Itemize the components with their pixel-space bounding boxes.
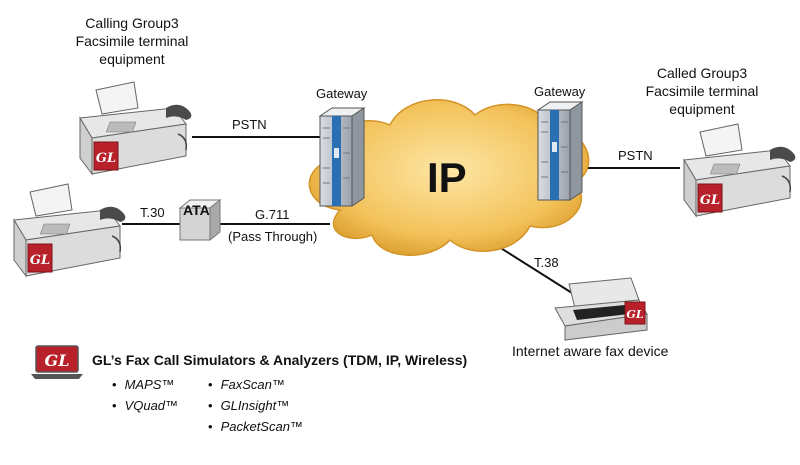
called-terminal-caption: Called Group3 Facsimile terminal equipme…	[628, 64, 776, 118]
pstn-left-label: PSTN	[232, 117, 267, 132]
called-caption-line3: equipment	[669, 101, 735, 117]
product-list-col2: FaxScan™ GLInsight™ PacketScan™	[208, 374, 303, 437]
called-caption-line2: Facsimile terminal	[645, 83, 759, 99]
calling-caption-line1: Calling Group3	[85, 15, 179, 31]
calling-caption-line2: Facsimile terminal	[75, 33, 189, 49]
product-glinsight: GLInsight™	[208, 395, 303, 416]
calling-terminal-caption: Calling Group3 Facsimile terminal equipm…	[72, 14, 192, 68]
pstn-right-label: PSTN	[618, 148, 653, 163]
calling-fax-icon	[79, 81, 193, 175]
t30-label: T.30	[140, 205, 165, 220]
gateway-left-icon	[319, 107, 365, 207]
ata-label: ATA	[183, 202, 210, 218]
calling-caption-line3: equipment	[99, 51, 165, 67]
called-caption-line1: Called Group3	[656, 65, 748, 81]
svg-text:GL: GL	[45, 351, 70, 370]
ip-cloud-label: IP	[427, 154, 467, 201]
internet-fax-caption: Internet aware fax device	[512, 343, 669, 359]
gl-laptop-logo: GL	[31, 345, 83, 379]
t38-label: T.38	[534, 255, 559, 270]
svg-text:GL: GL	[626, 308, 643, 321]
gateway-right-label: Gateway	[534, 84, 586, 99]
product-maps: MAPS™	[112, 374, 178, 395]
second-fax-icon	[13, 183, 127, 277]
g711-label: G.711	[255, 207, 290, 222]
internet-fax-icon: GL	[554, 277, 648, 341]
ata-icon	[178, 198, 222, 242]
product-packetscan: PacketScan™	[208, 416, 303, 437]
gateway-left-label: Gateway	[316, 86, 368, 101]
product-faxscan: FaxScan™	[208, 374, 303, 395]
pass-through-label: (Pass Through)	[228, 229, 318, 244]
product-vquad: VQuad™	[112, 395, 178, 416]
product-list-col1: MAPS™ VQuad™	[112, 374, 178, 416]
gateway-right-icon	[537, 101, 583, 201]
product-title: GL’s Fax Call Simulators & Analyzers (TD…	[92, 352, 468, 368]
called-fax-icon	[683, 123, 797, 217]
